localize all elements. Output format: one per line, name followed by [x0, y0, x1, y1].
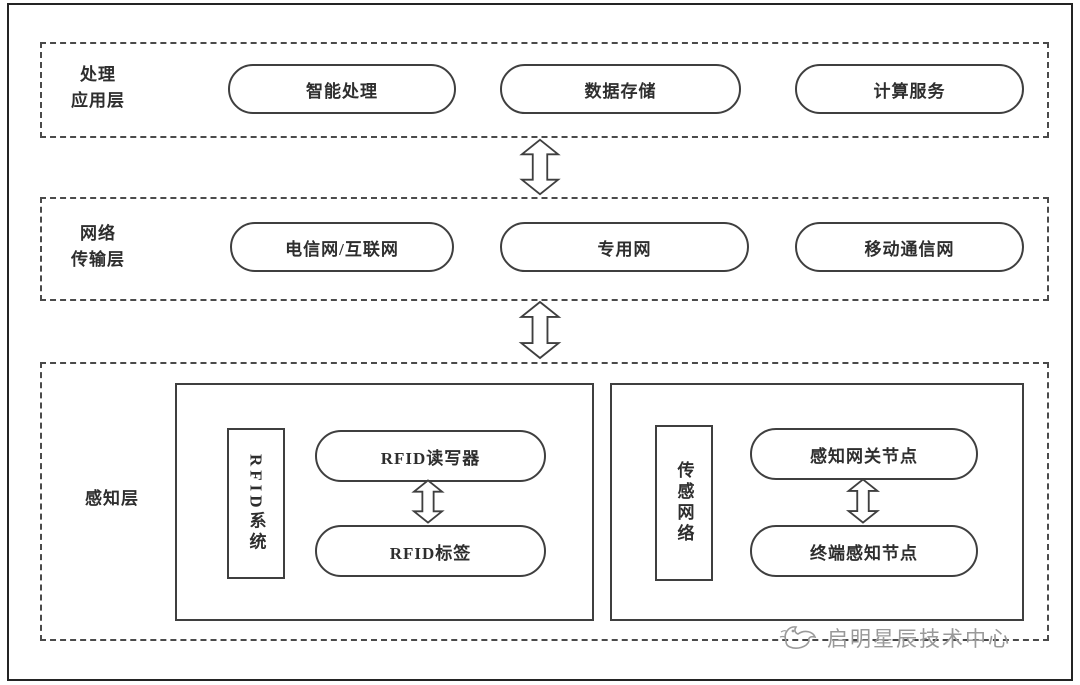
label-rfid-system: RFID系统 [227, 428, 285, 579]
double-arrow-icon [845, 478, 881, 524]
layer-label-perception: 感知层 [85, 489, 139, 508]
node-computing-service: 计算服务 [795, 64, 1024, 114]
layer-connector-arrow-bottom [512, 300, 568, 360]
layer-label-line: 传输层 [71, 250, 125, 269]
node-intelligent-processing: 智能处理 [228, 64, 456, 114]
double-arrow-icon [518, 300, 562, 360]
node-mobile-network: 移动通信网 [795, 222, 1024, 272]
sensor-connector-arrow [840, 478, 886, 524]
node-telecom-internet: 电信网/互联网 [230, 222, 454, 272]
layer-label-line: 网络 [80, 224, 116, 243]
double-arrow-icon [519, 138, 561, 196]
layer-label-processing: 处理 应用层 [60, 62, 136, 114]
label-sensor-network: 传感网络 [655, 425, 713, 581]
node-rfid-tag: RFID标签 [315, 525, 546, 577]
node-sensor-gateway: 感知网关节点 [750, 428, 978, 480]
watermark-logo-icon [779, 626, 817, 649]
node-data-storage: 数据存储 [500, 64, 741, 114]
rfid-connector-arrow [405, 479, 451, 524]
layer-processing-application [40, 42, 1049, 138]
double-arrow-icon [411, 479, 445, 524]
layer-label-network: 网络 传输层 [60, 221, 136, 273]
node-rfid-reader: RFID读写器 [315, 430, 546, 482]
layer-label-line: 处理 [80, 65, 116, 84]
layer-label-line: 应用层 [71, 91, 125, 110]
layer-connector-arrow-top [512, 138, 568, 196]
watermark: 启明星辰技术中心 [778, 616, 1011, 660]
watermark-text: 启明星辰技术中心 [827, 628, 1011, 651]
layer-network-transmission [40, 197, 1049, 301]
node-private-network: 专用网 [500, 222, 749, 272]
layer-perception [40, 362, 1049, 641]
node-terminal-sensing: 终端感知节点 [750, 525, 978, 577]
